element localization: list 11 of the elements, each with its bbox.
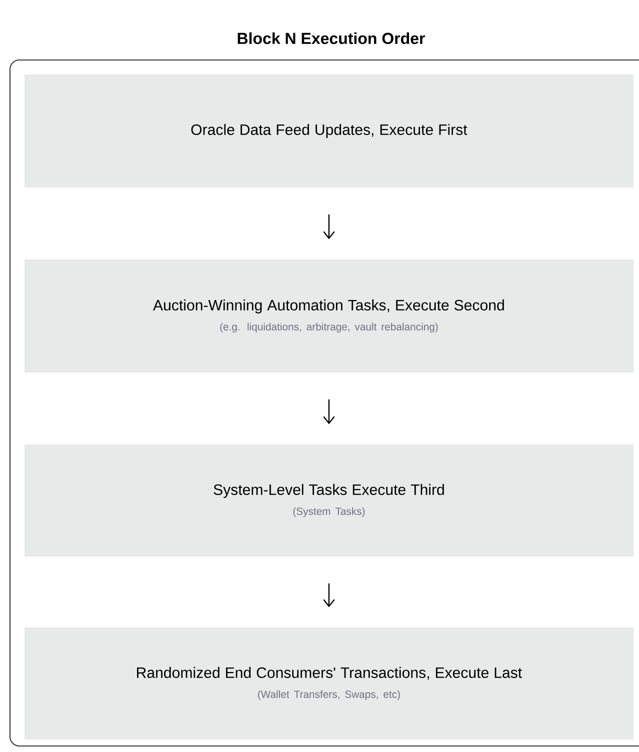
box-title: Oracle Data Feed Updates, Execute First <box>191 124 468 138</box>
box-subtitle: (System Tasks) <box>293 507 365 517</box>
box-title: Auction-Winning Automation Tasks, Execute Second <box>153 299 504 314</box>
arrow <box>323 214 335 240</box>
box-subtitle: (Wallet Transfers, Swaps, etc) <box>258 690 400 700</box>
box-subtitle: (e.g. liquidations, arbitrage, vault rebalancing) <box>220 322 438 332</box>
arrow <box>323 399 335 424</box>
arrow <box>323 583 335 608</box>
box-title: Randomized End Consumers' Transactions, Execute Last <box>137 666 522 680</box>
title: Block N Execution Order <box>238 32 425 44</box>
box-title: System-Level Tasks Execute Third <box>214 484 444 498</box>
